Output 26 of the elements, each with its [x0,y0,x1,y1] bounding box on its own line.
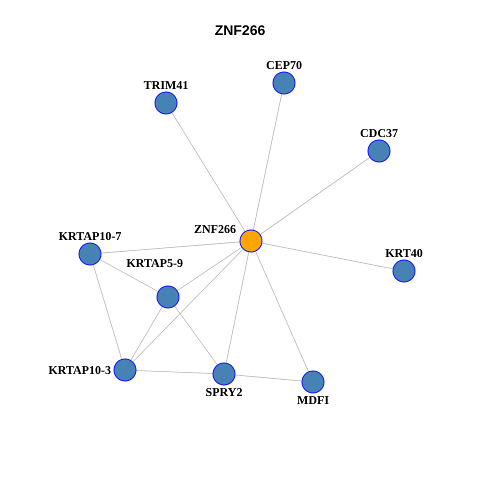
connector-line [92,264,122,360]
connector-line [172,112,246,232]
connector-line [177,247,242,291]
node-label: KRTAP10-3 [48,364,111,376]
connector-line [255,251,309,372]
node-label: KRTAP10-7 [58,230,122,243]
connector-line [130,306,163,360]
node-label: CDC37 [360,127,398,140]
connector-line [260,157,370,235]
connector-line [226,252,250,364]
connector-line [262,242,394,270]
node-label: MDFI [297,394,329,407]
connector-line [235,374,302,382]
connector-line [101,242,240,254]
node-label: ZNF266 [194,223,236,236]
connector-line [174,306,218,366]
node-label: SPRY2 [206,386,242,399]
node-label: TRIM41 [144,79,188,92]
connector-line [136,370,213,374]
connector-line [252,94,282,230]
diagram-title: ZNF266 [214,21,266,39]
connector-line [132,248,244,362]
node-label: CEP70 [266,59,302,72]
connector-line [100,259,158,292]
node-label: KRT40 [385,247,423,260]
node-label: KRTAP5-9 [126,257,183,270]
